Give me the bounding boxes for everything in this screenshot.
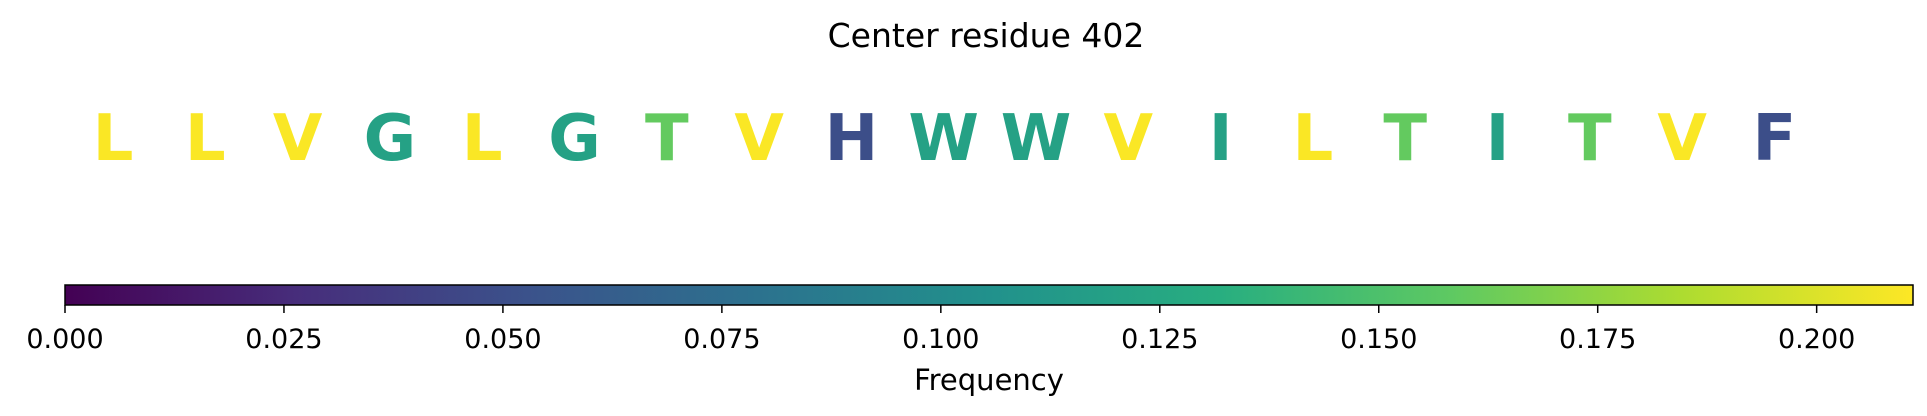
colorbar-tick-label: 0.025	[245, 324, 322, 355]
residue-5: L	[462, 102, 503, 176]
residue-8: V	[734, 102, 784, 176]
residue-17: T	[1568, 102, 1612, 176]
residue-10: W	[908, 102, 979, 176]
colorbar-gradient	[64, 284, 1914, 306]
colorbar-tick-label: 0.075	[683, 324, 760, 355]
residue-13: I	[1209, 102, 1233, 176]
residue-15: T	[1383, 102, 1427, 176]
colorbar-tick-label: 0.000	[26, 324, 103, 355]
residue-9: H	[825, 102, 879, 176]
colorbar-tick-label: 0.100	[902, 324, 979, 355]
residue-6: G	[548, 102, 601, 176]
colorbar-label: Frequency	[914, 363, 1064, 397]
colorbar-tick-label: 0.150	[1340, 324, 1417, 355]
colorbar-tick-label: 0.050	[464, 324, 541, 355]
residue-18: V	[1657, 102, 1707, 176]
residue-2: L	[185, 102, 226, 176]
residue-16: I	[1486, 102, 1510, 176]
residue-11: W	[1001, 102, 1072, 176]
colorbar-tick-label: 0.125	[1121, 324, 1198, 355]
colorbar-tick-label: 0.175	[1559, 324, 1636, 355]
residue-7: T	[645, 102, 689, 176]
residue-14: L	[1293, 102, 1334, 176]
colorbar: 0.000 0.025 0.050 0.075 0.100 0.125 0.150 0.175…	[26, 284, 1914, 397]
residue-4: G	[364, 102, 417, 176]
residue-12: V	[1104, 102, 1154, 176]
colorbar-tick-label: 0.200	[1778, 324, 1855, 355]
residue-1: L	[93, 102, 134, 176]
residue-19: F	[1753, 102, 1797, 176]
colorbar-ticks: 0.000 0.025 0.050 0.075 0.100 0.125 0.150 0.175…	[26, 305, 1855, 355]
chart-title: Center residue 402	[828, 16, 1145, 55]
residue-3: V	[273, 102, 323, 176]
